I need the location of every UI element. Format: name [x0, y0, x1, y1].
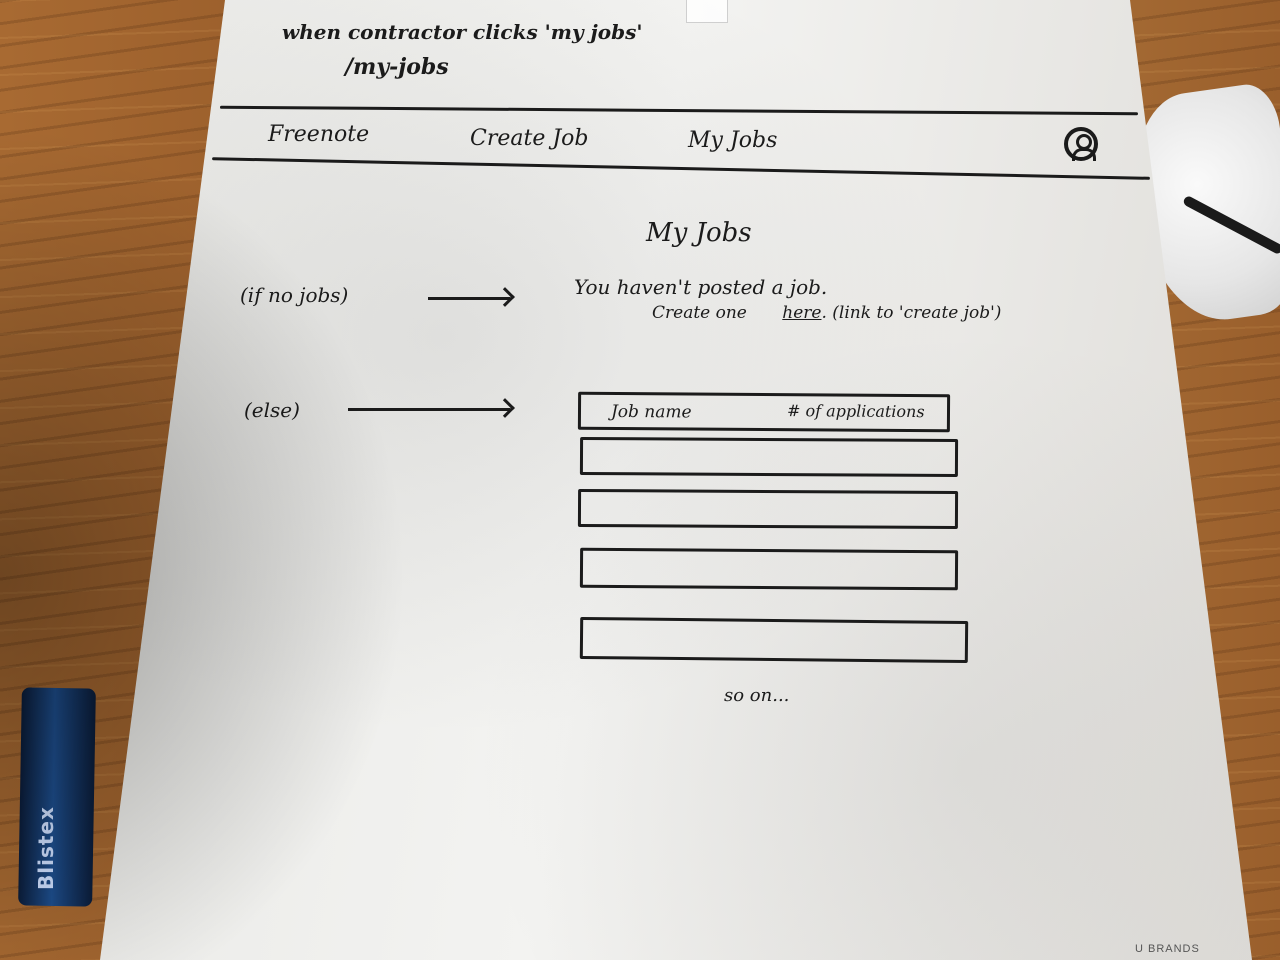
else-condition-label: (else)	[244, 398, 300, 422]
arrow-else	[348, 408, 510, 411]
create-job-link[interactable]: here	[782, 303, 822, 323]
empty-message: You haven't posted a job.	[574, 275, 828, 299]
table-row[interactable]	[577, 489, 959, 529]
note-line-1: when contractor clicks 'my jobs'	[282, 20, 643, 44]
board-brand-logo: U BRANDS	[1135, 943, 1200, 955]
table-header-row: Job name # of applications	[577, 391, 951, 433]
nav-my-jobs[interactable]: My Jobs	[688, 128, 778, 153]
note-line-2: /my-jobs	[345, 54, 449, 80]
table-row[interactable]	[579, 437, 959, 477]
column-applications: # of applications	[786, 401, 925, 422]
table-row[interactable]	[579, 547, 959, 591]
empty-link-note: . (link to 'create job')	[821, 303, 1002, 323]
user-avatar-icon[interactable]	[1064, 127, 1098, 161]
lip-balm-label: Blistex	[34, 806, 58, 890]
page-title: My Jobs	[646, 218, 752, 248]
empty-create-prefix: Create one	[652, 303, 747, 323]
more-rows-note: so on...	[724, 685, 790, 706]
empty-create-line: Create one here. (link to 'create job')	[652, 305, 1001, 322]
table-row[interactable]	[579, 616, 969, 664]
nav-brand[interactable]: Freenote	[268, 122, 370, 147]
arrow-empty	[428, 297, 510, 300]
column-job-name: Job name	[610, 401, 692, 423]
empty-condition-label: (if no jobs)	[240, 283, 349, 307]
board-clip	[686, 0, 728, 23]
nav-create-job[interactable]: Create Job	[470, 126, 589, 151]
